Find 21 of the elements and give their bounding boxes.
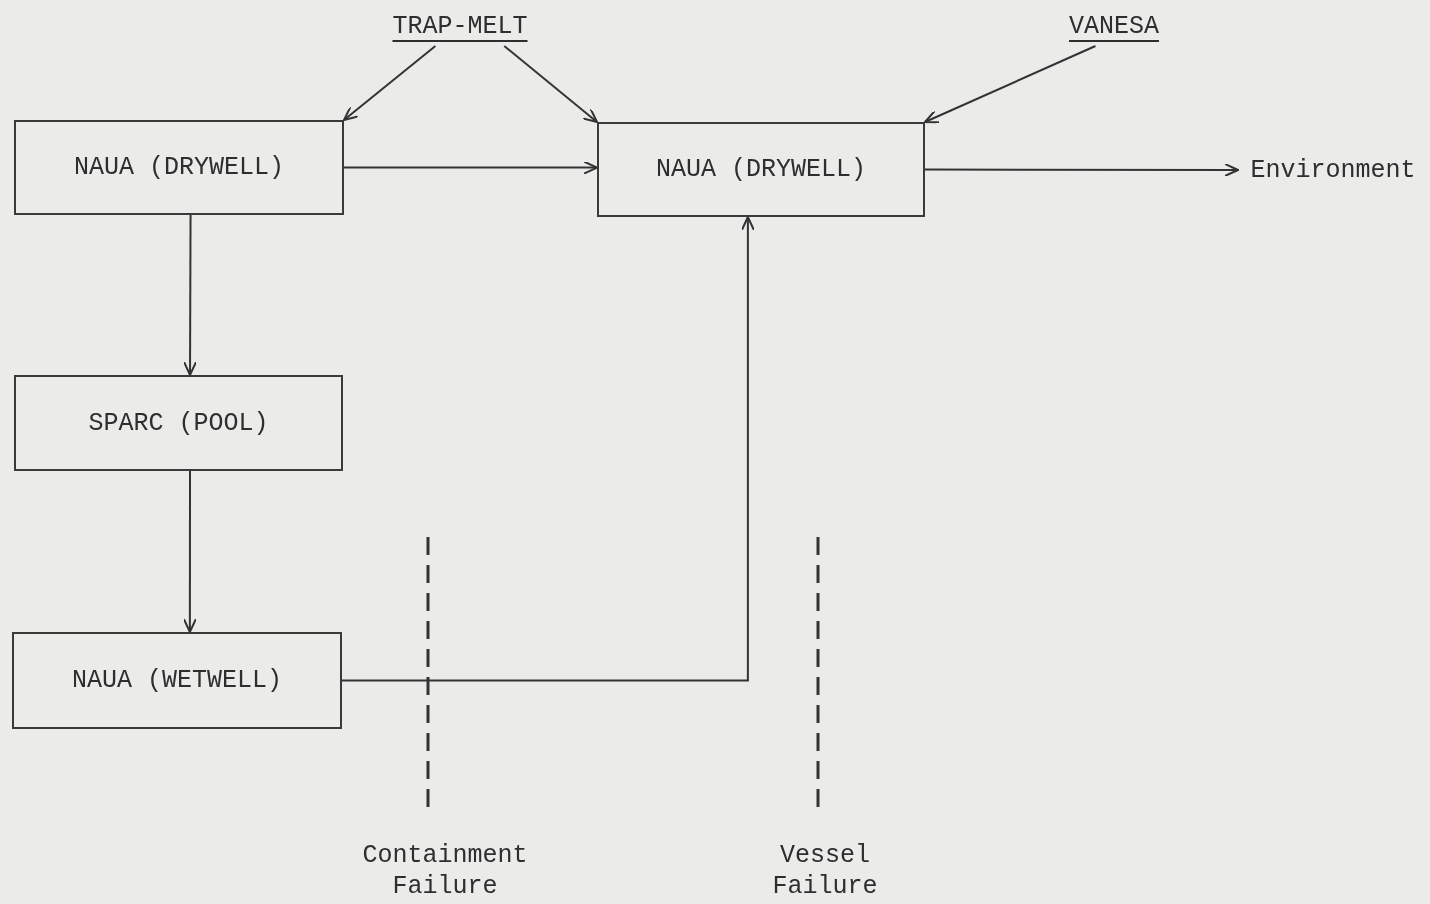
failure-note: Containment Failure <box>361 840 529 902</box>
arrow <box>343 160 598 175</box>
process-box <box>597 122 925 217</box>
model-label: VANESA <box>1056 6 1172 46</box>
destination-label: Environment <box>1238 150 1428 190</box>
arrow <box>924 45 1097 124</box>
box-text: SPARC (POOL) <box>88 408 269 438</box>
arrow <box>343 45 437 121</box>
arrow <box>341 216 755 682</box>
arrow <box>183 214 198 376</box>
process-box <box>14 120 344 215</box>
box-text: NAUA (WETWELL) <box>71 666 282 695</box>
process-box <box>12 632 342 729</box>
process-box <box>14 375 343 471</box>
box-text: NAUA (DRYWELL) <box>655 155 866 184</box>
arrow <box>924 163 1239 177</box>
failure-note: Vessel Failure <box>771 840 879 902</box>
model-label: TRAP-MELT <box>378 6 542 46</box>
arrow <box>182 470 197 633</box>
arrow <box>503 45 598 123</box>
box-text: NAUA (DRYWELL) <box>73 153 284 182</box>
